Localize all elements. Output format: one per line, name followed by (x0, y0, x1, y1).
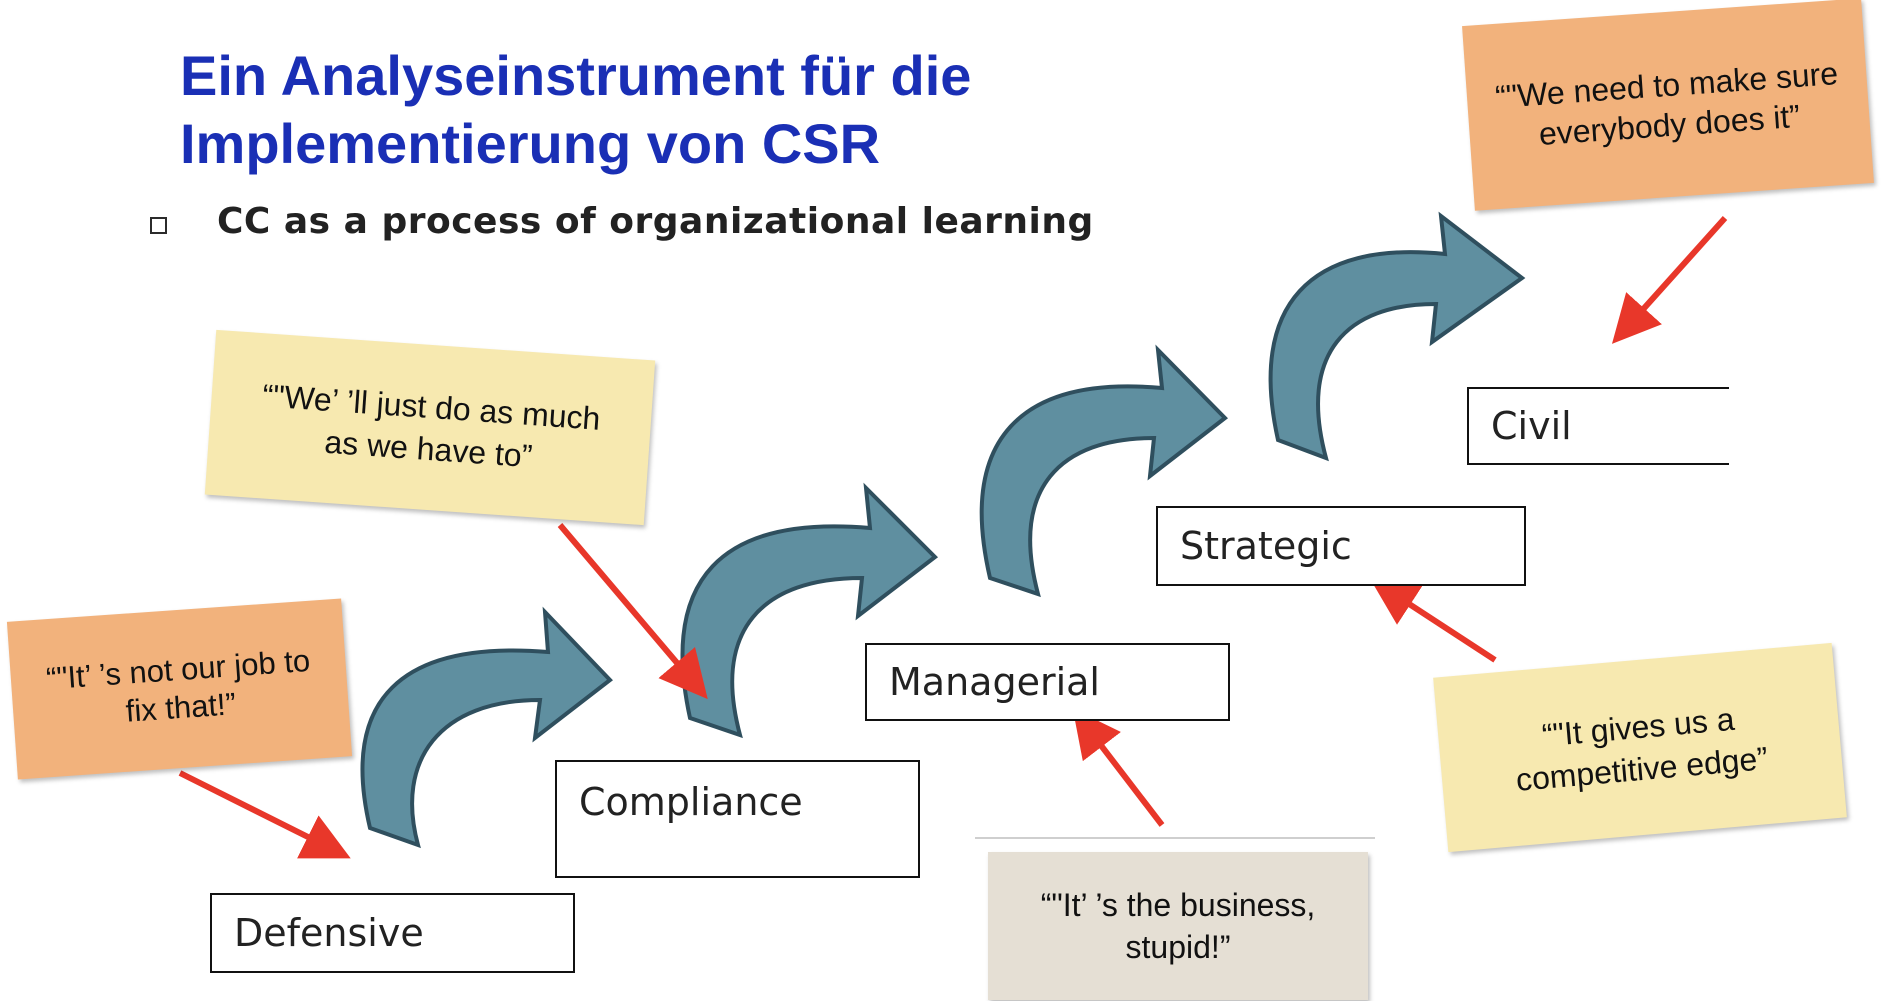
stage-label-defensive: Defensive (234, 911, 424, 955)
pointer-arrow-compliance (557, 523, 708, 700)
quote-note-defensive: “"It’ ’s not our job to fix that!” (6, 598, 353, 780)
curved-arrow-1-icon (360, 606, 613, 849)
curved-arrow-4-icon (1268, 211, 1526, 462)
stage-label-managerial: Managerial (889, 660, 1100, 704)
quote-text-strategic: “"It gives us a competitive edge” (1514, 700, 1770, 798)
bullet-item: CC as a process of organizational learni… (150, 196, 1094, 246)
stage-box-strategic: Strategic (1156, 506, 1526, 586)
stage-label-strategic: Strategic (1180, 524, 1352, 568)
quote-text-compliance: “"We’ ’ll just do as much as we have to” (261, 376, 602, 474)
stage-box-defensive: Defensive (210, 893, 575, 973)
stage-label-civil: Civil (1491, 404, 1572, 448)
quote-text-civil: “"We need to make sure everybody does it… (1494, 54, 1840, 152)
stage-box-managerial: Managerial (865, 643, 1230, 721)
stage-box-civil: Civil (1467, 387, 1729, 465)
quote-text-defensive: “"It’ ’s not our job to fix that!” (45, 642, 312, 729)
bullet-text: CC as a process of organizational learni… (217, 200, 1094, 242)
square-bullet-icon (150, 216, 167, 234)
quote-note-strategic: “"It gives us a competitive edge” (1433, 642, 1847, 853)
curved-arrow-3-icon (979, 344, 1229, 598)
slide-title: Ein Analyseinstrument für die Implementi… (180, 42, 1230, 178)
pointer-arrow-civil (1611, 215, 1728, 344)
quote-note-compliance: “"We’ ’ll just do as much as we have to” (204, 329, 656, 526)
quote-text-managerial: “"It’ ’s the business, stupid!” (1040, 887, 1316, 965)
quote-note-managerial: “"It’ ’s the business, stupid!” (988, 852, 1368, 1000)
pointer-arrow-defensive (178, 770, 351, 859)
stage-box-compliance: Compliance (555, 760, 920, 878)
slide-title-line-1: Ein Analyseinstrument für die (180, 44, 972, 107)
stage-label-compliance: Compliance (579, 780, 803, 824)
curved-arrow-2-icon (680, 482, 939, 739)
pointer-arrow-managerial (1072, 708, 1165, 827)
quote-note-civil: “"We need to make sure everybody does it… (1462, 0, 1874, 211)
pointer-arrow-strategic (1369, 578, 1497, 663)
slide-title-line-2: Implementierung von CSR (180, 112, 881, 175)
